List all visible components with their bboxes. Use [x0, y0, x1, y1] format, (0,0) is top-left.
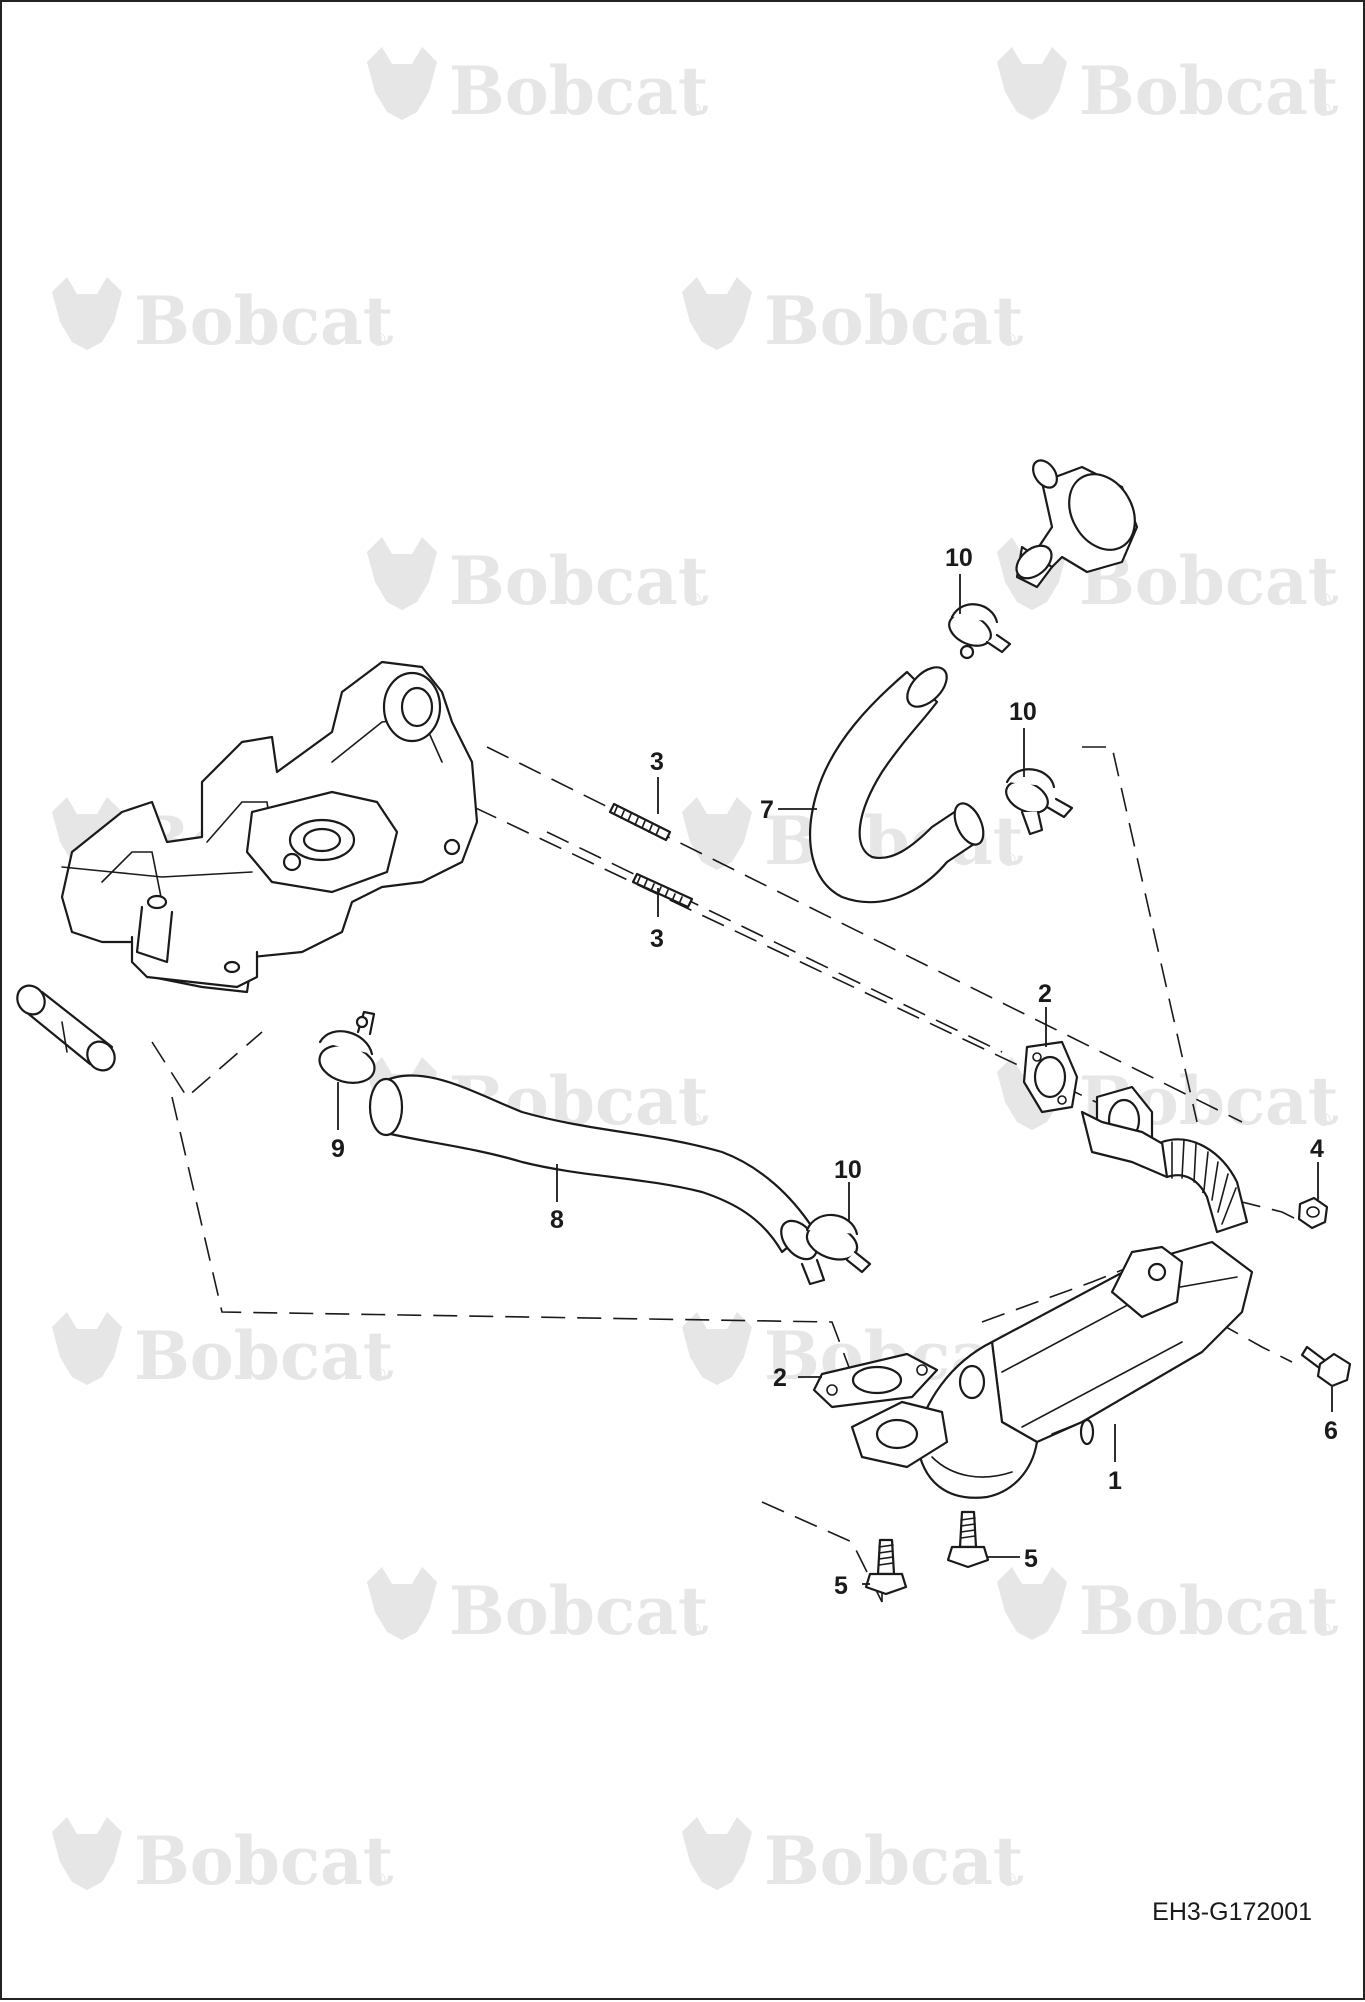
- bobcat-logo-icon: [682, 277, 752, 350]
- hose-clamp-top: [948, 603, 1012, 660]
- callout-bolt-left: 5: [834, 1572, 848, 1600]
- watermark-text: Bobcat: [134, 282, 394, 360]
- bobcat-watermark: Bobcat®: [52, 1817, 394, 1900]
- callout-hose-lower: 8: [550, 1206, 564, 1234]
- callout-nut: 4: [1310, 1135, 1324, 1163]
- leader-lines: [337, 574, 1333, 1585]
- exhaust-manifold: [60, 660, 479, 994]
- watermark-reg-mark: ®: [370, 1365, 388, 1386]
- watermark-text: Bobcat: [449, 52, 709, 130]
- watermark-text: Bobcat: [134, 1317, 394, 1395]
- bobcat-watermark: Bobcat®: [682, 1817, 1024, 1900]
- callout-bolt-right: 5: [1024, 1545, 1038, 1573]
- callout-clamp-left: 9: [331, 1135, 345, 1163]
- bobcat-logo-icon: [682, 1312, 752, 1385]
- bobcat-logo-icon: [367, 47, 437, 120]
- watermark-reg-mark: ®: [685, 100, 703, 121]
- bobcat-logo-icon: [997, 1567, 1067, 1640]
- callout-stud-lower: 3: [650, 925, 664, 953]
- watermark-reg-mark: ®: [1315, 590, 1333, 611]
- flange-nut: [1297, 1196, 1329, 1230]
- watermark-reg-mark: ®: [1000, 330, 1018, 351]
- watermark-text: Bobcat: [449, 1572, 709, 1650]
- callout-labels: 10 10 3 3 7 2 9 8 10 2 1 4 6 5 5: [331, 544, 1338, 1600]
- egr-cooler-assembly: [850, 1085, 1254, 1499]
- watermark-reg-mark: ®: [1315, 1620, 1333, 1641]
- watermark-reg-mark: ®: [1000, 1870, 1018, 1891]
- bobcat-logo-icon: [997, 47, 1067, 120]
- bobcat-logo-icon: [367, 1567, 437, 1640]
- stud-lower: [631, 872, 694, 909]
- watermark-text: Bobcat: [764, 282, 1024, 360]
- watermark-text: Bobcat: [1079, 52, 1339, 130]
- watermark-reg-mark: ®: [1315, 1110, 1333, 1131]
- callout-bolt-side: 6: [1324, 1417, 1338, 1445]
- watermark-text: Bobcat: [764, 1822, 1024, 1900]
- assembly-lines: [151, 746, 1303, 1603]
- bobcat-logo-icon: [52, 1312, 122, 1385]
- drawing-code: EH3-G172001: [1152, 1898, 1312, 1926]
- callout-hose-upper: 7: [760, 796, 774, 824]
- watermark-reg-mark: ®: [1000, 850, 1018, 871]
- callout-clamp-mid: 10: [1009, 698, 1037, 726]
- watermark-reg-mark: ®: [1315, 100, 1333, 121]
- hose-clamp-mid: [1005, 768, 1074, 836]
- callout-clamp-lower: 10: [834, 1156, 862, 1184]
- watermark-reg-mark: ®: [685, 1110, 703, 1131]
- bobcat-logo-icon: [682, 797, 752, 870]
- callout-clamp-top: 10: [945, 544, 973, 572]
- bobcat-watermark: Bobcat®: [52, 277, 394, 360]
- bobcat-watermark: Bobcat®: [682, 277, 1024, 360]
- egr-pipe-elbow: [1015, 459, 1139, 589]
- callout-egr-cooler: 1: [1108, 1467, 1122, 1495]
- bobcat-watermark: Bobcat®: [997, 1567, 1339, 1650]
- bobcat-watermark: Bobcat®: [367, 537, 709, 620]
- bobcat-logo-icon: [682, 1817, 752, 1890]
- hose-clamp-lower: [800, 1214, 872, 1286]
- watermark-text: Bobcat: [449, 542, 709, 620]
- watermark-reg-mark: ®: [370, 330, 388, 351]
- stud-upper: [608, 802, 672, 842]
- pipe-sleeve: [16, 984, 116, 1072]
- bobcat-logo-icon: [52, 1817, 122, 1890]
- gasket-lower: [812, 1352, 939, 1409]
- hose-clamp-left-9: [318, 1010, 376, 1084]
- watermark-text: Bobcat: [1079, 1572, 1339, 1650]
- bolt-side: [1300, 1345, 1352, 1388]
- bobcat-logo-icon: [367, 537, 437, 610]
- watermark-reg-mark: ®: [685, 1620, 703, 1641]
- callout-gasket-upper: 2: [1038, 980, 1052, 1008]
- watermark-reg-mark: ®: [370, 1870, 388, 1891]
- bobcat-watermark: Bobcat®: [367, 47, 709, 130]
- bobcat-logo-icon: [52, 277, 122, 350]
- gasket-upper: [1022, 1040, 1079, 1114]
- bolt-left: [864, 1538, 908, 1596]
- bobcat-watermark: Bobcat®: [997, 47, 1339, 130]
- hose-upper-7: [809, 666, 985, 904]
- bobcat-watermark: Bobcat®: [52, 1312, 394, 1395]
- bobcat-watermark: Bobcat®: [367, 1567, 709, 1650]
- callout-stud-upper: 3: [650, 748, 664, 776]
- callout-gasket-lower: 2: [773, 1364, 787, 1392]
- watermark-reg-mark: ®: [685, 590, 703, 611]
- bolt-right: [946, 1510, 990, 1569]
- watermark-text: Bobcat: [134, 1822, 394, 1900]
